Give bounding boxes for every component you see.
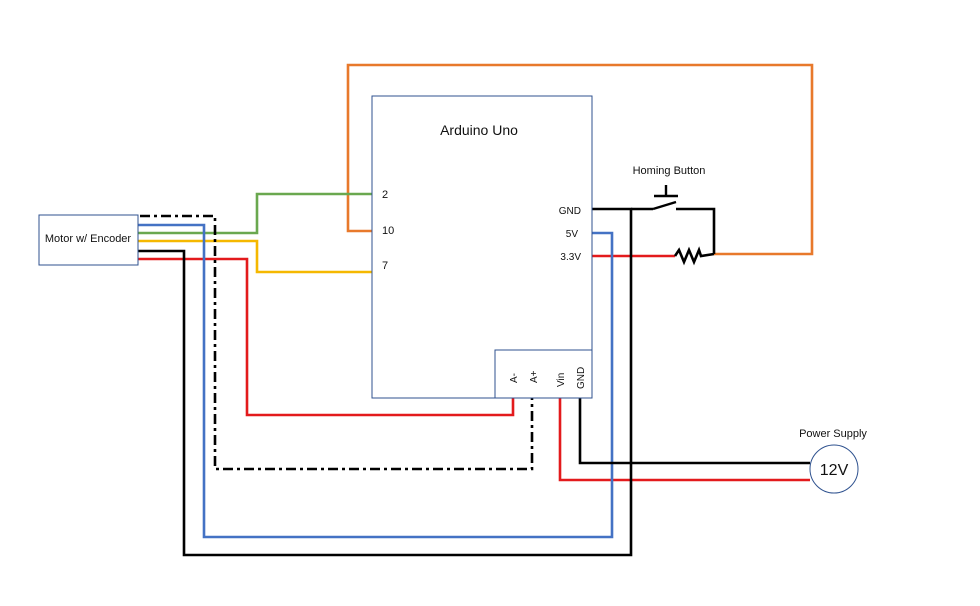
motor-box xyxy=(38,214,139,266)
pin-label-gnd-bottom: GND xyxy=(576,367,587,389)
power-voltage: 12V xyxy=(820,462,849,479)
pin-label-a-plus: A+ xyxy=(529,370,540,383)
pin-label-vin: Vin xyxy=(556,373,567,387)
resistor-zigzag xyxy=(673,246,715,266)
wire-orange xyxy=(346,63,814,256)
wire-green xyxy=(138,192,372,235)
pushbutton-icon xyxy=(652,185,678,211)
pin-label-gnd-right: GND xyxy=(559,206,581,217)
power-source-icon xyxy=(809,444,859,494)
wire-black-power xyxy=(578,398,810,465)
pin-label-3v3: 3.3V xyxy=(560,252,581,263)
wire-red-motor xyxy=(138,257,515,417)
pushbutton-contact xyxy=(652,200,677,211)
pin-label-7: 7 xyxy=(382,260,388,272)
pin-label-2: 2 xyxy=(382,189,388,201)
wire-black-motor xyxy=(138,207,633,557)
arduino-title: Arduino Uno xyxy=(440,122,518,138)
power-label: Power Supply xyxy=(799,428,867,440)
wire-dashdot xyxy=(140,214,534,471)
arduino-power-header xyxy=(494,349,593,399)
arduino-board xyxy=(371,95,593,399)
motor-label: Motor w/ Encoder xyxy=(45,233,132,245)
resistor-icon xyxy=(673,246,715,266)
pin-label-10: 10 xyxy=(382,225,394,237)
pin-label-a-minus: A- xyxy=(509,373,520,383)
wire-blue xyxy=(138,223,614,539)
homing-label: Homing Button xyxy=(633,165,706,177)
wire-black-button-right xyxy=(676,207,716,254)
wire-red-vin xyxy=(558,398,810,482)
wire-yellow xyxy=(138,239,372,274)
pin-label-5v: 5V xyxy=(566,229,579,240)
